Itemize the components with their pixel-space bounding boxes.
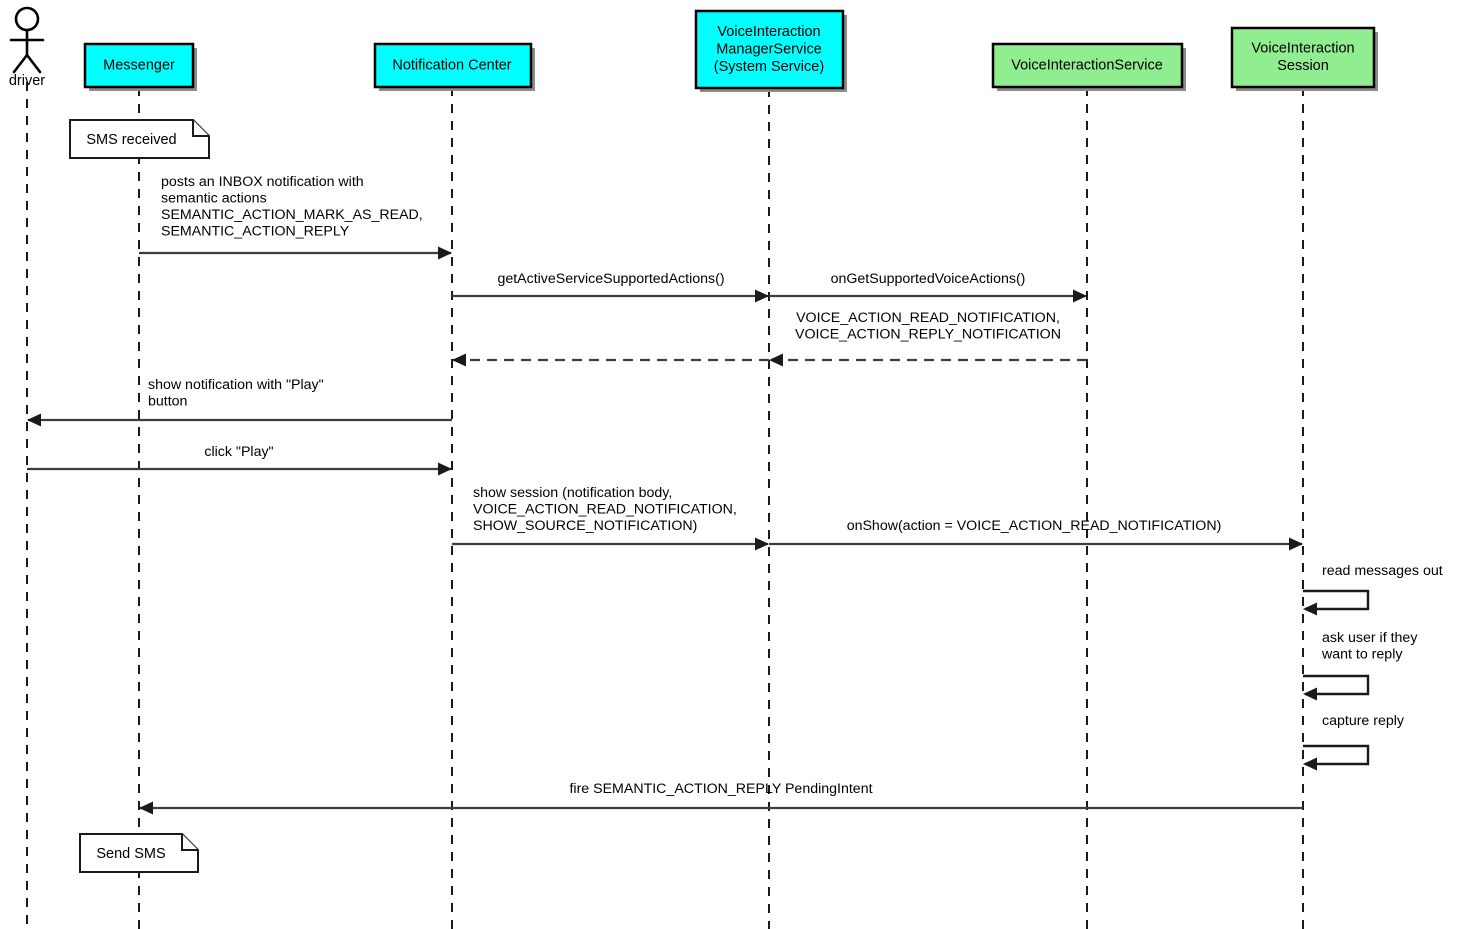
participant-label-voiceinteraction-manager-service: ManagerService (716, 41, 822, 57)
message-label-show-session: SHOW_SOURCE_NOTIFICATION) (473, 518, 697, 534)
self-message-label-self-ask-user-if-they-want-to-reply: want to reply (1321, 647, 1403, 663)
actor-label-driver: driver (9, 73, 45, 89)
note-body-note-send-sms (79, 833, 199, 873)
participant-label-voiceinteraction-session: VoiceInteraction (1251, 41, 1354, 57)
message-arrowhead-show-session (755, 537, 769, 551)
participant-label-voiceinteraction-service: VoiceInteractionService (1011, 57, 1163, 73)
message-label-on-get-supported-voice-actions: onGetSupportedVoiceActions() (831, 271, 1026, 287)
message-arrowhead-fire-semantic-action-reply-pending-intent (139, 801, 153, 815)
participant-box-voiceinteraction-session[interactable] (1230, 26, 1376, 89)
message-label-show-notification-with-play-button: show notification with "Play" (148, 377, 324, 393)
note-label-note-send-sms: Send SMS (96, 846, 165, 862)
self-message-loop-self-read-messages-out (1303, 589, 1370, 611)
participant-box-voiceinteraction-service[interactable] (991, 42, 1184, 89)
message-arrowhead-show-notification-with-play-button (27, 413, 41, 427)
message-label-show-session: show session (notification body, (473, 485, 672, 501)
message-label-on-show-action-read-notification: onShow(action = VOICE_ACTION_READ_NOTIFI… (847, 518, 1222, 534)
message-arrowhead-on-get-supported-voice-actions (1073, 289, 1087, 303)
self-message-label-self-capture-reply: capture reply (1322, 713, 1405, 729)
message-arrowhead-on-show-action-read-notification (1289, 537, 1303, 551)
message-arrowhead-get-active-service-supported-actions (755, 289, 769, 303)
note-label-note-sms-received: SMS received (86, 132, 176, 148)
message-label-show-notification-with-play-button: button (148, 394, 187, 410)
message-label-posts-inbox-notification: SEMANTIC_ACTION_REPLY (161, 224, 350, 240)
message-label-return-voice-actions-to-manager: VOICE_ACTION_READ_NOTIFICATION, (796, 310, 1060, 326)
participant-box-messenger[interactable] (83, 42, 195, 89)
self-message-arrowhead-self-read-messages-out (1303, 602, 1317, 616)
message-arrowhead-click-play (438, 462, 452, 476)
note-fold-note-sms-received (192, 120, 209, 137)
message-arrowhead-posts-inbox-notification (438, 246, 452, 260)
message-label-posts-inbox-notification: SEMANTIC_ACTION_MARK_AS_READ, (161, 207, 423, 223)
note-body-note-sms-received (69, 119, 210, 159)
message-label-return-voice-actions-to-manager: VOICE_ACTION_REPLY_NOTIFICATION (795, 327, 1061, 343)
note-fold-note-send-sms (181, 834, 198, 851)
lifelines-layer (26, 82, 1304, 929)
message-label-posts-inbox-notification: semantic actions (161, 191, 267, 207)
actor-head-icon (14, 6, 40, 32)
self-message-loop-self-ask-user-if-they-want-to-reply (1303, 674, 1370, 696)
message-arrowhead-return-voice-actions-to-manager (769, 353, 783, 367)
self-message-label-self-read-messages-out: read messages out (1322, 563, 1443, 579)
message-label-posts-inbox-notification: posts an INBOX notification with (161, 174, 364, 190)
actor-layer: driver (9, 6, 45, 89)
message-label-click-play: click "Play" (204, 444, 273, 460)
participant-label-voiceinteraction-session: Session (1277, 58, 1329, 74)
actor-leg-left (12, 53, 29, 74)
participant-label-notification-center: Notification Center (392, 57, 511, 73)
participant-label-messenger: Messenger (103, 57, 175, 73)
self-message-label-self-ask-user-if-they-want-to-reply: ask user if they (1322, 630, 1418, 646)
participant-box-voiceinteraction-manager-service[interactable] (694, 9, 845, 90)
message-arrowhead-return-voice-actions-to-notification-center (452, 353, 466, 367)
self-message-loop-self-capture-reply (1303, 744, 1370, 766)
message-label-show-session: VOICE_ACTION_READ_NOTIFICATION, (473, 502, 737, 518)
message-label-get-active-service-supported-actions: getActiveServiceSupportedActions() (497, 271, 724, 287)
actor-leg-right (25, 53, 42, 74)
self-message-arrowhead-self-capture-reply (1303, 757, 1317, 771)
message-label-fire-semantic-action-reply-pending-intent: fire SEMANTIC_ACTION_REPLY PendingIntent (569, 781, 872, 797)
participant-label-voiceinteraction-manager-service: VoiceInteraction (717, 24, 820, 40)
participant-boxes-layer: Messenger Notification Center VoiceInterac… (83, 9, 1378, 92)
self-message-arrowhead-self-ask-user-if-they-want-to-reply (1303, 687, 1317, 701)
messages-layer: posts an INBOX notification withsemantic… (27, 174, 1303, 815)
participant-box-notification-center[interactable] (373, 42, 533, 89)
participant-label-voiceinteraction-manager-service: (System Service) (714, 59, 824, 75)
